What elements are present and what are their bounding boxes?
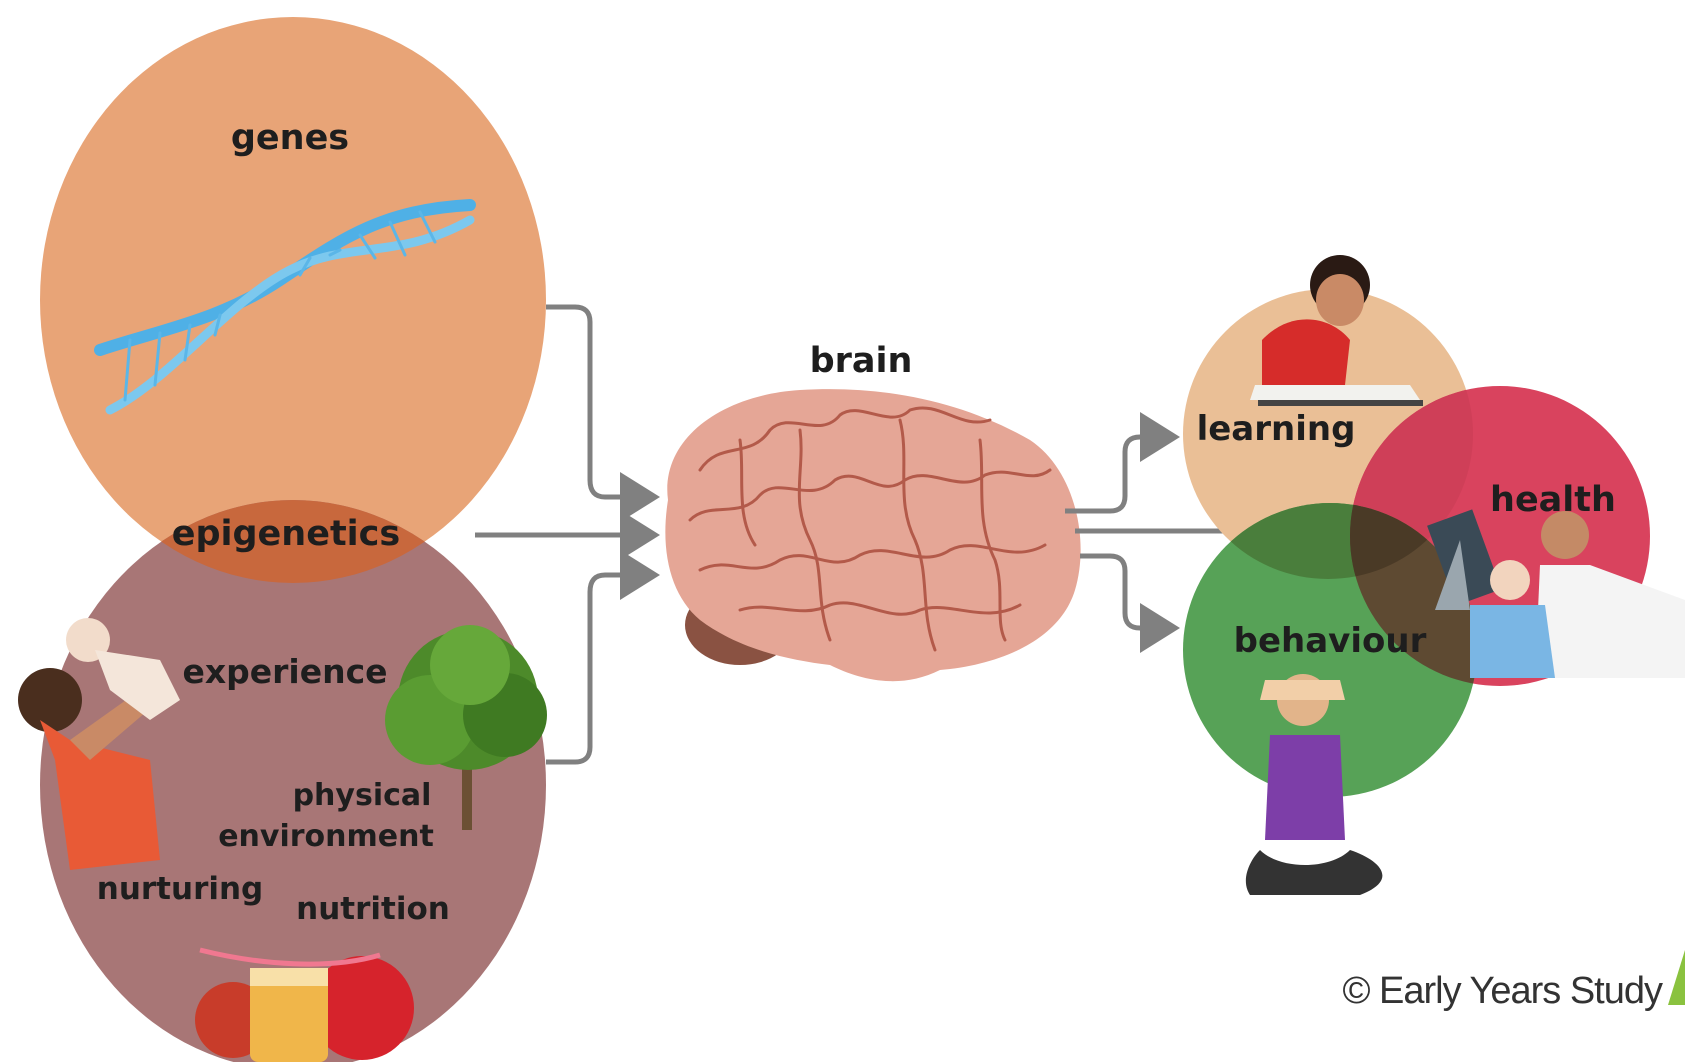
doctor-xray-icon — [1427, 509, 1685, 678]
nurturing-label: nurturing — [97, 871, 264, 907]
behaviour-arrow — [1080, 553, 1180, 653]
epigenetics-label: epigenetics — [172, 514, 401, 554]
upset-child-icon — [1245, 674, 1383, 895]
physical-label: physical — [293, 778, 432, 813]
tree-icon — [385, 625, 547, 830]
genes-circle — [40, 17, 546, 583]
health-label: health — [1490, 480, 1616, 520]
genes-arrow — [546, 304, 660, 522]
genes-label: genes — [231, 118, 349, 158]
experience-arrow — [546, 550, 660, 765]
learning-arrow — [1065, 412, 1180, 514]
experience-label: experience — [182, 652, 387, 691]
logo-wedge-icon — [1668, 950, 1685, 1005]
environment-label: environment — [218, 819, 434, 854]
behaviour-label: behaviour — [1234, 621, 1427, 661]
copyright-text: © Early Years Study — [1342, 970, 1663, 1012]
reading-girl-icon — [1250, 255, 1423, 406]
parent-child-icon — [18, 618, 180, 870]
nutrition-label: nutrition — [296, 891, 450, 927]
food-icon — [195, 947, 414, 1062]
brain-label: brain — [810, 341, 913, 381]
learning-label: learning — [1197, 409, 1356, 449]
experience-circle — [40, 500, 546, 1062]
dna-helix-icon — [94, 199, 476, 415]
brain-icon — [665, 389, 1081, 682]
